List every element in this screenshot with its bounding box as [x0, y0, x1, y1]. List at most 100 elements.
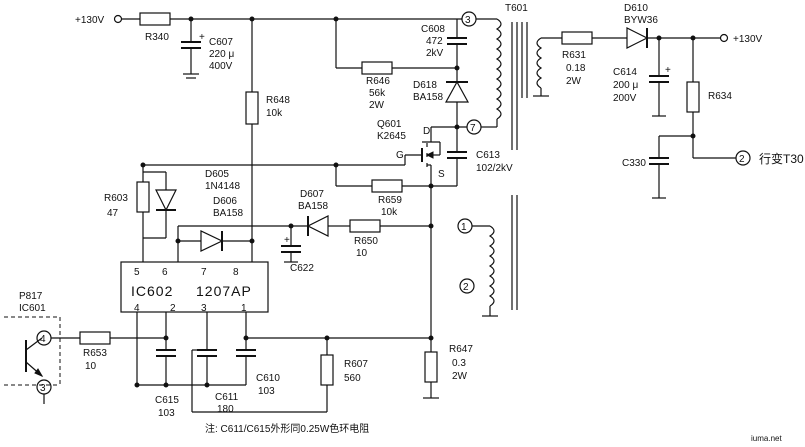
ic-pin-6: 6	[162, 267, 168, 278]
r653-v1: 10	[85, 361, 97, 372]
r631-v2: 2W	[566, 76, 582, 87]
resistor-r659: R659 10k	[371, 179, 403, 218]
d618-v1: BA158	[413, 92, 443, 103]
diode-d607: D607 BA158	[298, 189, 338, 237]
capacitor-c611: C611 180	[197, 349, 239, 415]
r340-label: R340	[145, 32, 169, 43]
d607-ref: D607	[300, 189, 324, 200]
r650-ref: R650	[354, 236, 378, 247]
horizontal-transformer-label: 行变T30	[759, 151, 804, 166]
r647-ref: R647	[449, 344, 473, 355]
d610-ref: D610	[624, 3, 648, 14]
capacitor-c330: C330	[622, 136, 669, 199]
q601-part: K2645	[377, 131, 406, 142]
svg-text:7: 7	[470, 123, 476, 134]
capacitor-c610: C610 103	[236, 349, 280, 397]
r607-ref: R607	[344, 359, 368, 370]
r631-ref: R631	[562, 50, 586, 61]
r646-ref: R646	[366, 76, 390, 87]
resistor-r653: R653 10	[79, 331, 111, 372]
opto-alt: IC601	[19, 303, 46, 314]
node-2-right: 2	[735, 150, 751, 166]
r647-v1: 0.3	[452, 358, 466, 369]
c613-v1: 102/2kV	[476, 163, 513, 174]
transformer-core: T601	[505, 3, 528, 150]
supply-input-terminal: +130V	[75, 14, 123, 26]
c607-v1: 220 μ	[209, 49, 234, 60]
transformer-primary	[476, 18, 502, 128]
supply-in-label: +130V	[75, 15, 105, 26]
c615-ref: C615	[155, 395, 179, 406]
optocoupler-p817: P817 IC601 4 3	[4, 291, 61, 404]
r607-v1: 560	[344, 373, 361, 384]
node-1: 1	[457, 218, 473, 234]
r634-ref: R634	[708, 91, 732, 102]
svg-text:+: +	[284, 235, 290, 246]
c611-ref: C611	[215, 392, 239, 403]
c330-ref: C330	[622, 158, 646, 169]
supply-out-label: +130V	[733, 34, 763, 45]
watermark: iuma.net	[751, 434, 782, 443]
d607-v1: BA158	[298, 201, 328, 212]
resistor-r607: R607 560	[320, 354, 368, 386]
d606-ref: D606	[213, 196, 237, 207]
svg-text:+: +	[199, 32, 205, 43]
c608-v1: 472	[426, 36, 443, 47]
transformer-label: T601	[505, 3, 528, 14]
resistor-r340: R340	[139, 12, 171, 43]
r653-ref: R653	[83, 348, 107, 359]
footnote: 注: C611/C615外形同0.25W色环电阻	[205, 422, 369, 435]
c614-v2: 200V	[613, 93, 637, 104]
c614-v1: 200 μ	[613, 80, 638, 91]
q601-gate: G	[396, 150, 404, 161]
opto-pin4: 4	[40, 334, 46, 345]
ic-part: 1207AP	[196, 283, 252, 299]
r603-v1: 47	[107, 208, 119, 219]
diode-d610: D610 BYW36	[624, 3, 658, 49]
d606-v1: BA158	[213, 208, 243, 219]
resistor-r650: R650 10	[349, 219, 381, 259]
c614-ref: C614	[613, 67, 637, 78]
ic-pin-3: 3	[201, 303, 207, 314]
svg-text:3: 3	[465, 15, 471, 26]
resistor-r646: R646 56k 2W	[361, 61, 393, 111]
c613-ref: C613	[476, 150, 500, 161]
c611-v1: 180	[217, 404, 234, 415]
c608-v2: 2kV	[426, 48, 444, 59]
r603-ref: R603	[104, 193, 128, 204]
resistor-r603: R603 47	[104, 181, 150, 219]
resistor-r631: R631 0.18 2W	[561, 31, 593, 87]
d605-v1: 1N4148	[205, 181, 240, 192]
d618-ref: D618	[413, 80, 437, 91]
svg-text:2: 2	[463, 282, 469, 293]
r648-ref: R648	[266, 95, 290, 106]
d610-v1: BYW36	[624, 15, 658, 26]
ic-pin-1: 1	[241, 303, 247, 314]
resistor-r647: R647 0.3 2W	[424, 344, 473, 383]
ic-pin-5: 5	[134, 267, 140, 278]
capacitor-c607: + C607 220 μ 400V	[181, 19, 234, 79]
ic602: 5 6 7 8 IC602 1207AP 4 2 3 1	[120, 261, 269, 314]
resistor-r634: R634	[686, 81, 732, 113]
node-3: 3	[461, 11, 477, 27]
mosfet-q601: Q601 K2645 D G S	[377, 119, 445, 186]
c615-v1: 103	[158, 408, 175, 419]
supply-output-terminal: +130V	[719, 33, 763, 45]
ic-ref: IC602	[131, 283, 173, 299]
r648-v1: 10k	[266, 108, 283, 119]
q601-source: S	[438, 169, 445, 180]
ic-pin-8: 8	[233, 267, 239, 278]
r659-v1: 10k	[381, 207, 398, 218]
c610-ref: C610	[256, 373, 280, 384]
node-2-left: 2	[459, 278, 475, 294]
svg-text:2: 2	[739, 154, 745, 165]
node-7: 7	[466, 119, 482, 135]
q601-drain: D	[423, 126, 430, 137]
diode-d606: D606 BA158	[178, 196, 252, 252]
r647-v2: 2W	[452, 371, 468, 382]
opto-ref: P817	[19, 291, 43, 302]
ic-pin-7: 7	[201, 267, 207, 278]
r646-v2: 2W	[369, 100, 385, 111]
c622-ref: C622	[290, 263, 314, 274]
transformer-secondary	[521, 22, 562, 98]
